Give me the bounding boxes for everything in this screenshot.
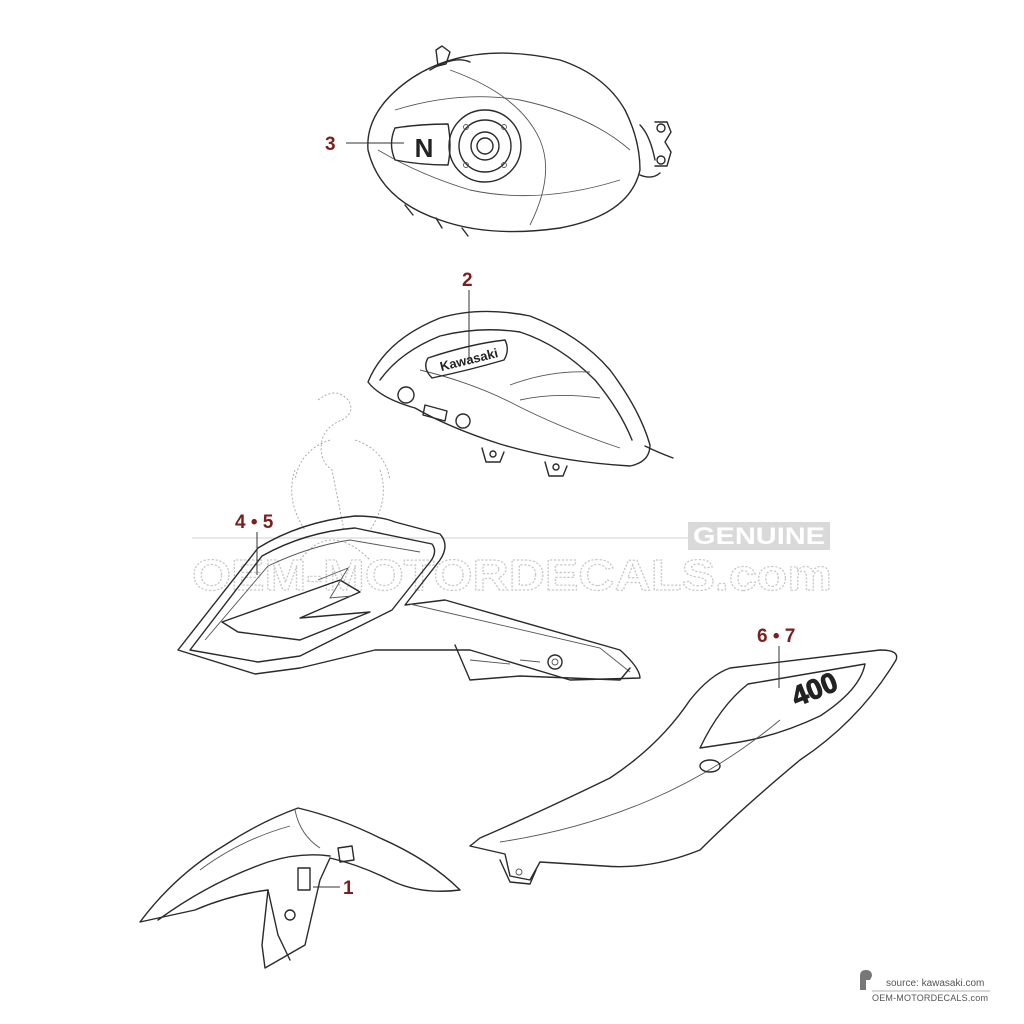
source-credit: source: kawasaki.com OEM-MOTORDECALS.com [860,970,990,1003]
tank-letter-text: N [415,133,434,163]
fuel-tank-side-part: Kawasaki [367,310,674,477]
source-line2: OEM-MOTORDECALS.com [872,993,988,1003]
fender-decal [297,867,311,891]
side-model-text: 400 [787,666,842,712]
watermark-genuine-badge [688,522,830,550]
callout-2-label: 2 [462,270,473,291]
shroud-part [177,515,641,681]
watermark-logo [291,392,391,561]
watermark: GENUINE OEM-MOTORDECALS.com [191,392,833,601]
fuel-cap [448,109,522,183]
watermark-site-text: OEM-MOTORDECALS.com [192,551,832,600]
tank-bracket-front [481,447,505,463]
source-line1: source: kawasaki.com [886,978,984,989]
tank-brand-decal [425,339,508,379]
watermark-genuine-text: GENUINE [693,523,825,550]
source-logo-icon [860,970,872,990]
shroud-z-graphic [221,579,371,641]
callout-67-label: 6 • 7 [757,626,795,647]
front-fender-part [139,807,461,969]
callout-45-label: 4 • 5 [235,512,274,533]
fuel-tank-top-part: N [367,45,672,237]
tank-letter-decal [390,123,451,166]
callout-3-label: 3 [325,134,336,155]
tank-bracket-rear [544,461,568,477]
callout-1-label: 1 [343,878,354,899]
side-cover-part: 400 [469,649,898,885]
